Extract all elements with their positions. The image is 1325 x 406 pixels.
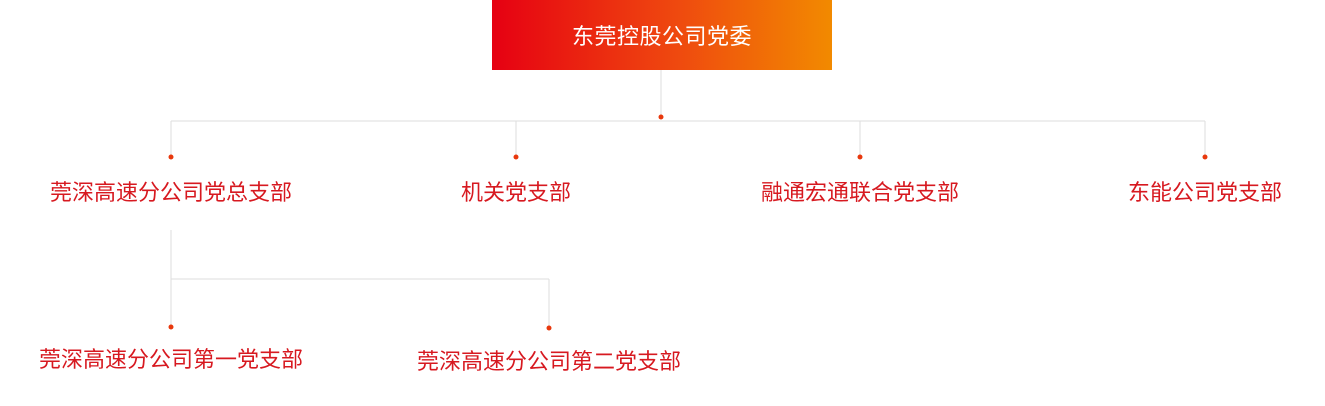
- root-node: 东莞控股公司党委: [492, 0, 832, 70]
- level1-dot-4: [1202, 154, 1208, 160]
- level2-dot-1: [168, 324, 174, 330]
- level1-dot-1: [168, 154, 174, 160]
- level1-node-2: 机关党支部: [460, 181, 572, 206]
- root-node-label: 东莞控股公司党委: [571, 25, 752, 50]
- level2-node-1: 莞深高速分公司第一党支部: [38, 348, 304, 373]
- level1-dot-3: [857, 154, 863, 160]
- root-junction-dot: [658, 114, 664, 120]
- level2-dot-2: [546, 325, 552, 331]
- level2-node-2: 莞深高速分公司第二党支部: [416, 350, 682, 375]
- level1-node-1: 莞深高速分公司党总支部: [49, 181, 293, 206]
- level1-node-4: 东能公司党支部: [1127, 181, 1283, 206]
- level1-node-3: 融通宏通联合党支部: [760, 181, 960, 206]
- level1-dot-2: [513, 154, 519, 160]
